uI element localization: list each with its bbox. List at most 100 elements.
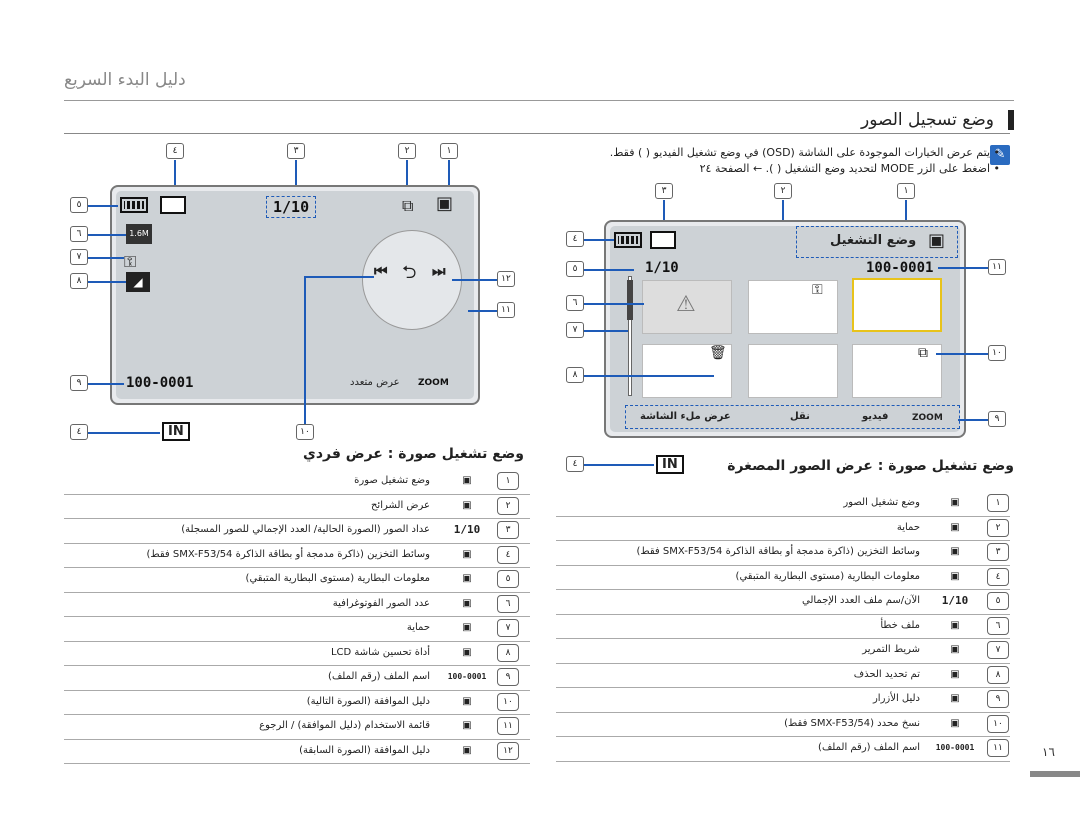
callout: ٤ (166, 143, 184, 159)
row-description: وسائط التخزين (ذاكرة مدمجة أو بطاقة الذا… (636, 546, 920, 557)
table-rule (556, 736, 1010, 737)
slideshow-icon: ▣ (462, 499, 472, 511)
table-rule (556, 589, 1010, 590)
buttons-icon: ▣ (950, 693, 960, 704)
callout: ٤ (566, 456, 584, 472)
note-1: • يتم عرض الخيارات الموجودة على الشاشة (… (609, 146, 1000, 159)
row-number: ٩ (497, 668, 519, 686)
return-icon[interactable]: ⮌ (402, 262, 417, 283)
callout: ١٠ (296, 424, 314, 440)
table-rule (556, 638, 1010, 639)
delete-icon: 🗑 (709, 345, 727, 361)
row-description: عرض الشرائح (370, 499, 430, 511)
callout: ٦ (566, 295, 584, 311)
row-description: حماية (896, 521, 920, 533)
callout: ٩ (988, 411, 1006, 427)
photo-play-icon: ▣ (928, 230, 946, 251)
row-description: قائمة الاستخدام (دليل الموافقة) / الرجوع (259, 720, 430, 731)
callout: ٥ (70, 197, 88, 213)
table-rule (64, 714, 530, 715)
note-2: • اضغط على الزر MODE لتحديد وضع التشغيل … (699, 162, 1000, 175)
photo-play-icon: ▣ (462, 475, 472, 486)
table-rule (64, 542, 530, 544)
table-rule (64, 763, 530, 764)
table-rule (64, 665, 530, 666)
row-description: دليل الموافقة (الصورة السابقة) (299, 744, 430, 756)
callout: ٣ (287, 143, 305, 159)
storage-card-icon (650, 231, 676, 249)
row-description: نسخ محدد (SMX-F53/54 فقط) (784, 717, 920, 729)
previous-icon[interactable]: ⏮ (374, 262, 388, 280)
callout: ٤ (566, 231, 584, 247)
table-rule (556, 711, 1010, 713)
table-rule (64, 616, 530, 617)
internal-memory-icon: IN (656, 455, 684, 474)
page-bar (1030, 771, 1080, 777)
thumb-selected[interactable] (852, 278, 942, 332)
slideshow-icon: ⧉ (402, 196, 414, 215)
page-number: ١٦ (1042, 745, 1055, 759)
table-rule (556, 515, 1010, 517)
row-description: عدد الصور الفوتوغرافية (332, 597, 430, 609)
counter-icon: 1/10 (453, 523, 481, 536)
counter: 1/10 (266, 196, 317, 218)
thumb-error[interactable] (642, 280, 732, 334)
file-name-icon: 100-0001 (447, 672, 487, 681)
thumb-copy[interactable] (852, 344, 942, 398)
thumb-plain[interactable] (748, 344, 838, 398)
thumb-delete[interactable] (642, 344, 732, 398)
row-number: ٦ (497, 594, 519, 613)
storage-icon: ▣ (462, 548, 472, 560)
callout: ٦ (70, 226, 88, 242)
row-number: ٨ (987, 665, 1009, 684)
row-number: ٣ (987, 543, 1009, 561)
return-icon: ▣ (462, 720, 472, 731)
protect-icon: ⚿ (812, 282, 823, 298)
row-description: شريط التمرير (862, 644, 920, 655)
row-number: ٢ (497, 496, 519, 515)
protect-icon: ⚿ (124, 252, 137, 271)
protect-icon: ▣ (950, 521, 960, 533)
callout: ١ (440, 143, 458, 159)
callout: ٤ (70, 424, 88, 440)
counter-icon: 1/10 (941, 594, 969, 607)
protect-icon: ▣ (462, 622, 472, 633)
section-rule (64, 133, 1010, 134)
callout: ١١ (988, 259, 1006, 275)
zoom-tag: ZOOM (418, 378, 449, 388)
row-description: الآن/سم ملف العدد الإجمالي (801, 595, 920, 606)
note-icon: ✎ (990, 145, 1010, 165)
row-number: ٨ (497, 643, 519, 662)
next-icon: ▣ (462, 695, 472, 707)
error-file-icon: ▣ (950, 619, 960, 631)
row-number: ٦ (987, 616, 1009, 635)
callout: ٨ (70, 273, 88, 289)
row-number: ١١ (497, 717, 519, 735)
full-view-label: عرض ملء الشاشة (640, 411, 731, 422)
scroll-bar[interactable] (628, 276, 632, 396)
left-table-title: وضع تشغيل صورة : عرض فردي (302, 446, 524, 462)
callout: ٨ (566, 367, 584, 383)
table-rule (556, 564, 1010, 566)
next-icon[interactable]: ⏭ (432, 262, 446, 280)
row-description: معلومات البطارية (مستوى البطارية المتبقي… (735, 570, 920, 582)
thumb-protected[interactable] (748, 280, 838, 334)
battery-icon (614, 232, 642, 248)
internal-memory-icon: IN (162, 422, 190, 441)
battery-icon: ▣ (462, 573, 472, 584)
row-description: دليل الأزرار (872, 693, 920, 704)
callout: ١١ (497, 302, 515, 318)
callout: ١ (897, 183, 915, 199)
file-name: 100-0001 (866, 260, 934, 276)
photo-count-icon: 1.6M (126, 224, 152, 244)
row-description: اسم الملف (رقم الملف) (818, 742, 920, 753)
row-number: ٥ (497, 570, 519, 588)
scroll-thumb[interactable] (627, 280, 633, 320)
row-description: وسائط التخزين (ذاكرة مدمجة أو بطاقة الذا… (146, 548, 430, 560)
row-number: ٤ (987, 567, 1009, 586)
photo-play-icon: ▣ (436, 193, 454, 214)
row-description: حماية (406, 622, 430, 633)
row-description: ملف خطأ (880, 619, 920, 631)
callout: ١٠ (988, 345, 1006, 361)
lcd-enhancer-icon: ◢ (126, 272, 150, 292)
